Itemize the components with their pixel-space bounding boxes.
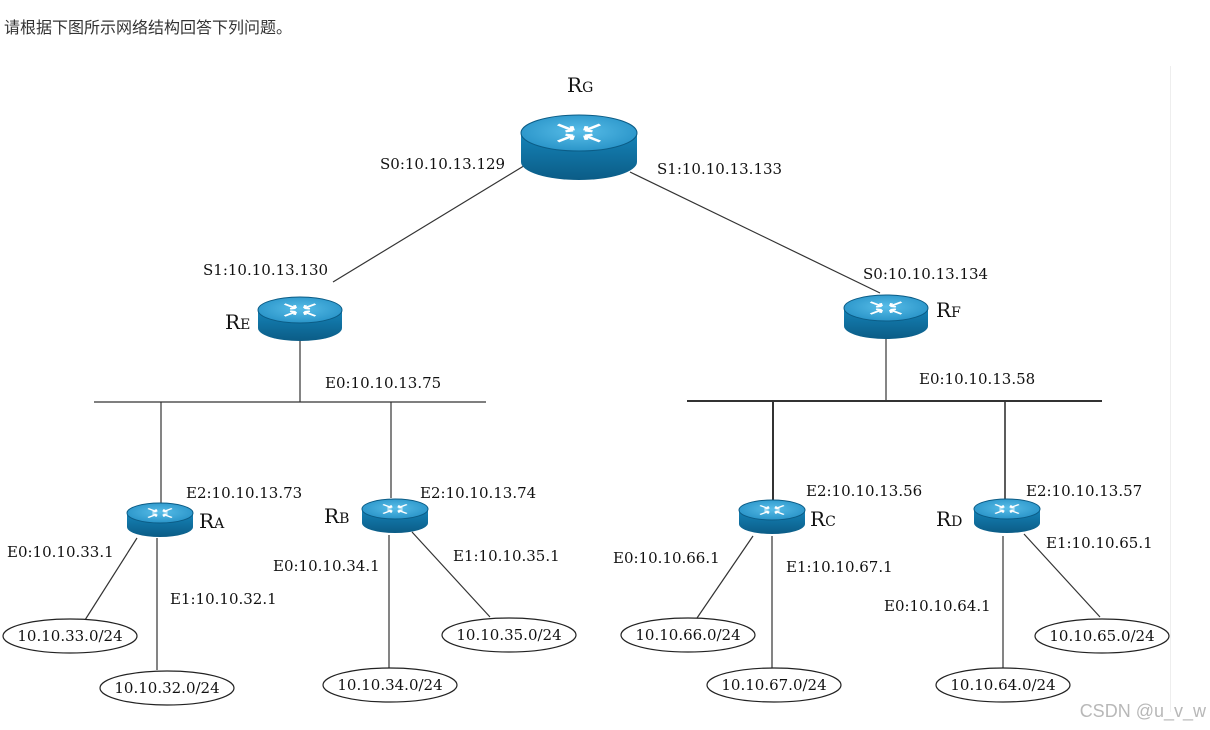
subnet-n65-label: 10.10.65.0/24 (1049, 627, 1154, 645)
router-c-label: RC (810, 507, 836, 531)
router-d-label: RD (936, 507, 962, 531)
iface-g-s1: S1:10.10.13.133 (657, 160, 782, 178)
links (84, 163, 1102, 670)
router-e-letter: R (225, 310, 241, 334)
iface-e-e0: E0:10.10.13.75 (325, 374, 441, 392)
router-b-icon[interactable] (361, 498, 429, 533)
router-c-letter: R (810, 507, 826, 531)
subnet-n35-label: 10.10.35.0/24 (456, 626, 561, 644)
link-c-n66 (696, 535, 754, 619)
iface-a-e2: E2:10.10.13.73 (186, 484, 302, 502)
iface-e-s1: S1:10.10.13.130 (203, 261, 328, 279)
router-f-icon[interactable] (843, 294, 929, 339)
router-a-sub: A (213, 516, 225, 532)
subnet-n66-label: 10.10.66.0/24 (635, 626, 740, 644)
subnet-n64-shape (935, 667, 1071, 703)
router-g-icon[interactable] (520, 114, 638, 180)
network-diagram: RG RE RF RA RB RC RD S0:10.10.13.129 S1:… (0, 66, 1171, 712)
router-f-label: RF (936, 298, 961, 322)
iface-c-e2: E2:10.10.13.56 (806, 482, 922, 500)
router-g-letter: R (567, 73, 583, 97)
iface-b-e2: E2:10.10.13.74 (420, 484, 536, 502)
router-g-sub: G (582, 80, 593, 96)
subnet-n34-shape (322, 667, 458, 703)
router-e-label: RE (225, 310, 250, 334)
link-g-e (332, 163, 528, 283)
router-e-sub: E (240, 317, 250, 333)
router-e-icon[interactable] (257, 296, 343, 341)
iface-b-e1: E1:10.10.35.1 (453, 547, 560, 565)
watermark: CSDN @u_v_w (1079, 701, 1206, 721)
subnet-n35-shape (441, 617, 577, 653)
router-c-sub: C (825, 514, 836, 530)
link-a-n33 (84, 537, 138, 621)
iface-d-e1: E1:10.10.65.1 (1046, 534, 1153, 552)
iface-a-e0: E0:10.10.33.1 (7, 543, 114, 561)
router-f-letter: R (936, 298, 952, 322)
router-f-sub: F (951, 305, 961, 321)
router-g-label: RG (567, 73, 593, 97)
router-c-icon[interactable] (738, 499, 806, 534)
router-d-sub: D (951, 514, 962, 530)
iface-a-e1: E1:10.10.32.1 (170, 590, 277, 608)
link-b-n35 (411, 531, 491, 618)
iface-b-e0: E0:10.10.34.1 (273, 557, 380, 575)
iface-c-e1: E1:10.10.67.1 (786, 558, 893, 576)
subnet-n33-shape (2, 618, 138, 654)
subnet-n33-label: 10.10.33.0/24 (17, 627, 122, 645)
subnet-n67-shape (706, 667, 842, 703)
subnet-n32-label: 10.10.32.0/24 (114, 679, 219, 697)
iface-d-e2: E2:10.10.13.57 (1026, 482, 1142, 500)
question-text: 请根据下图所示网络结构回答下列问题。 (4, 18, 293, 37)
subnet-n66-shape (620, 617, 756, 653)
link-g-f (629, 171, 881, 294)
iface-d-e0: E0:10.10.64.1 (884, 597, 991, 615)
router-b-label: RB (324, 504, 349, 528)
subnet-n34-label: 10.10.34.0/24 (337, 676, 442, 694)
iface-f-s0: S0:10.10.13.134 (863, 265, 988, 283)
router-a-icon[interactable] (126, 502, 194, 537)
router-b-sub: B (339, 511, 349, 527)
link-d-n65 (1023, 533, 1101, 618)
subnet-n32-shape (99, 670, 235, 706)
subnet-n65-shape (1034, 618, 1170, 654)
router-b-letter: R (324, 504, 340, 528)
router-a-letter: R (199, 509, 215, 533)
router-a-label: RA (199, 509, 225, 533)
iface-g-s0: S0:10.10.13.129 (380, 155, 505, 173)
subnet-n64-label: 10.10.64.0/24 (950, 676, 1055, 694)
iface-c-e0: E0:10.10.66.1 (613, 549, 720, 567)
network-topology: RG RE RF RA RB RC RD S0:10.10.13.129 S1:… (2, 73, 1170, 706)
router-d-icon[interactable] (973, 498, 1041, 533)
router-d-letter: R (936, 507, 952, 531)
iface-f-e0: E0:10.10.13.58 (919, 370, 1035, 388)
subnet-n67-label: 10.10.67.0/24 (721, 676, 826, 694)
